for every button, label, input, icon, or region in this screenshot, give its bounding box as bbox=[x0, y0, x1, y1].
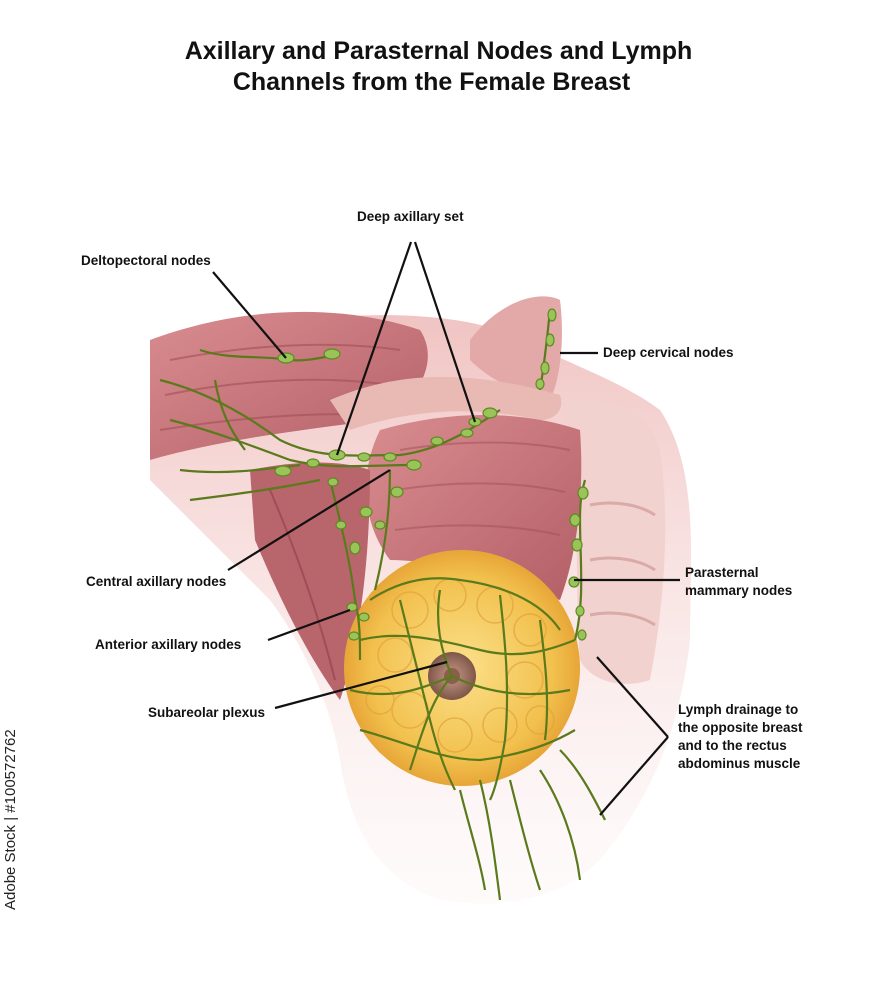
leader-subareolar bbox=[274, 660, 448, 710]
leader-deltopectoral bbox=[212, 271, 287, 359]
leader-anterior-axillary bbox=[267, 608, 351, 642]
leader-deep-axillary-left bbox=[335, 241, 413, 456]
neck-muscle bbox=[470, 296, 562, 400]
diagram-title: Axillary and Parasternal Nodes and Lymph… bbox=[0, 36, 877, 98]
node bbox=[535, 378, 545, 390]
node bbox=[358, 612, 370, 622]
node bbox=[545, 333, 555, 347]
node bbox=[323, 348, 341, 360]
label-lymph-drainage: Lymph drainage to the opposite breast an… bbox=[678, 701, 803, 773]
stock-credit: Adobe Stock | #100572762 bbox=[2, 729, 19, 910]
node bbox=[430, 436, 444, 446]
label-drainage-line-3: and to the rectus bbox=[678, 738, 787, 753]
label-drainage-line-4: abdominus muscle bbox=[678, 756, 801, 771]
leader-lines bbox=[212, 241, 680, 816]
label-drainage-line-1: Lymph drainage to bbox=[678, 702, 799, 717]
node bbox=[335, 520, 347, 530]
label-parasternal-mammary-nodes: Parasternal mammary nodes bbox=[685, 564, 792, 600]
label-deep-axillary-set: Deep axillary set bbox=[357, 209, 464, 224]
node bbox=[406, 459, 422, 471]
node bbox=[540, 361, 550, 375]
node bbox=[327, 477, 339, 487]
leader-drainage-upper bbox=[596, 656, 669, 738]
label-subareolar-plexus: Subareolar plexus bbox=[148, 705, 266, 720]
title-line-2: Channels from the Female Breast bbox=[232, 68, 631, 96]
node bbox=[569, 513, 581, 527]
label-drainage-line-2: the opposite breast bbox=[678, 720, 803, 735]
label-parasternal-line-2: mammary nodes bbox=[685, 583, 793, 598]
leader-drainage-lower bbox=[599, 736, 669, 816]
node bbox=[383, 452, 397, 462]
node bbox=[346, 602, 358, 612]
pectoralis-major bbox=[366, 415, 582, 600]
node bbox=[547, 308, 557, 322]
label-deltopectoral-nodes: Deltopectoral nodes bbox=[81, 253, 211, 268]
leader-central-axillary bbox=[227, 469, 391, 571]
deltoid-muscle bbox=[150, 311, 428, 460]
node bbox=[571, 538, 583, 552]
node bbox=[348, 631, 360, 641]
node bbox=[374, 520, 386, 530]
label-central-axillary-nodes: Central axillary nodes bbox=[86, 574, 227, 589]
node bbox=[359, 506, 373, 518]
label-anterior-axillary-nodes: Anterior axillary nodes bbox=[95, 637, 242, 652]
node bbox=[357, 452, 371, 462]
node bbox=[575, 605, 585, 617]
node bbox=[349, 541, 361, 555]
node bbox=[577, 486, 589, 500]
title-line-1: Axillary and Parasternal Nodes and Lymph bbox=[184, 37, 693, 65]
node bbox=[482, 407, 498, 419]
node bbox=[577, 629, 587, 641]
label-parasternal-line-1: Parasternal bbox=[685, 565, 759, 580]
node bbox=[306, 458, 320, 468]
node bbox=[390, 486, 404, 498]
node bbox=[568, 576, 580, 588]
sternum-region bbox=[560, 399, 666, 684]
clavicle bbox=[330, 376, 562, 430]
node bbox=[460, 428, 474, 438]
label-deep-cervical-nodes: Deep cervical nodes bbox=[603, 345, 734, 360]
node bbox=[274, 465, 292, 477]
leader-deep-axillary-right bbox=[413, 241, 477, 423]
